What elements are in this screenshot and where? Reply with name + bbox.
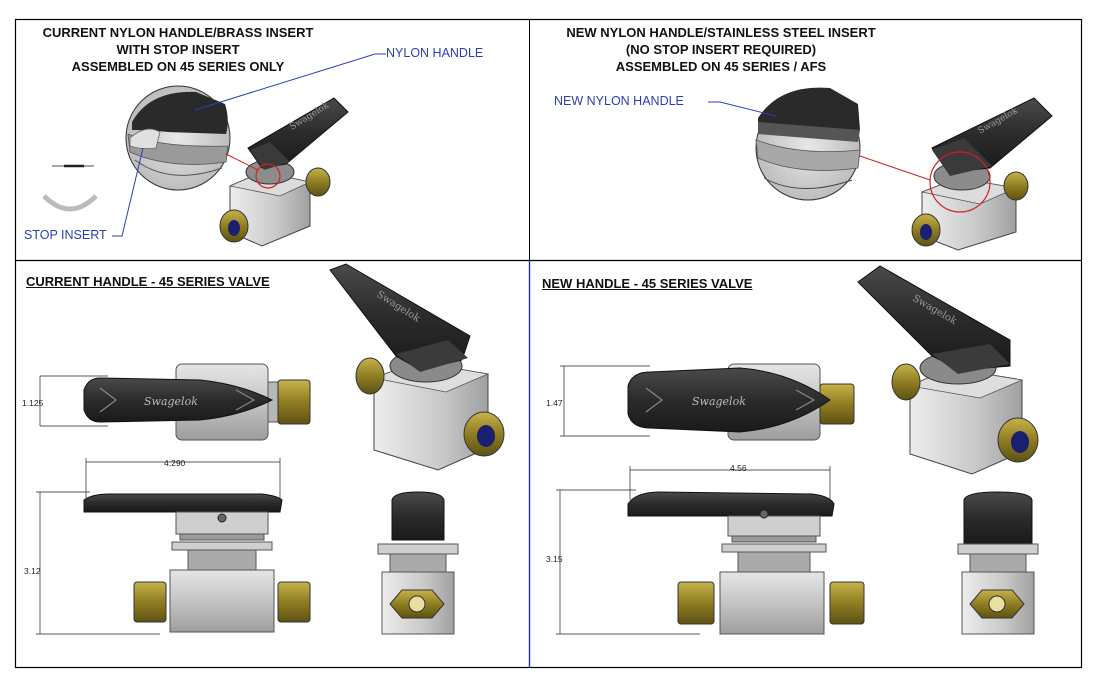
dim-label-length-new: 4.56 (730, 463, 747, 473)
dimension-height-side-current (36, 491, 160, 635)
title-line: CURRENT NYLON HANDLE/BRASS INSERT (42, 25, 314, 40)
valve-top-view-new: Swagelok (627, 363, 855, 441)
sheet-frame (14, 18, 1083, 669)
dimension-height-top-new (560, 365, 650, 437)
current-insert-title: CURRENT NYLON HANDLE/BRASS INSERT WITH S… (18, 24, 338, 75)
valve-end-view-current (377, 491, 459, 635)
red-detail-marker (225, 153, 281, 189)
red-detail-marker-new (859, 151, 991, 213)
valve-top-view-current: Swagelok (83, 363, 311, 441)
stop-insert-part (42, 164, 98, 212)
leader-lines-top-left (112, 53, 386, 237)
dim-label-height-side-current: 3.12 (24, 566, 41, 576)
dim-label-height-top-current: 1.125 (22, 398, 44, 408)
valve-end-view-new (957, 491, 1039, 635)
callout-stop-insert: STOP INSERT (24, 228, 107, 242)
dimension-height-side-new (556, 489, 700, 635)
title-line: ASSEMBLED ON 45 SERIES ONLY (71, 59, 285, 74)
leader-lines-top-right (708, 101, 777, 117)
callout-nylon-handle: NYLON HANDLE (386, 46, 484, 60)
callout-new-nylon-handle: NEW NYLON HANDLE (554, 94, 684, 108)
title-line: WITH STOP INSERT (116, 42, 240, 57)
new-handle-panel-title: NEW HANDLE - 45 SERIES VALVE (542, 276, 753, 291)
zoom-detail-new-handle (755, 87, 861, 201)
valve-side-view-new (627, 491, 865, 635)
title-line: (NO STOP INSERT REQUIRED) (625, 42, 817, 57)
new-insert-title: NEW NYLON HANDLE/STAINLESS STEEL INSERT … (536, 24, 906, 75)
valve-side-view-current (83, 493, 311, 633)
dim-label-height-side-new: 3.15 (546, 554, 563, 564)
valve-iso-large-new: Swagelok (857, 265, 1039, 475)
zoom-detail-current-handle (125, 85, 231, 191)
dimension-length-current (85, 458, 281, 498)
dimension-height-top-current (39, 375, 108, 427)
dimension-length-new (629, 466, 831, 500)
valve-iso-large-current: Swagelok (329, 263, 505, 471)
current-handle-panel-title: CURRENT HANDLE - 45 SERIES VALVE (26, 274, 270, 289)
dim-label-length-current: 4.290 (164, 458, 186, 468)
svg-text:Swagelok: Swagelok (692, 395, 746, 408)
title-line: NEW NYLON HANDLE/STAINLESS STEEL INSERT (566, 25, 876, 40)
svg-text:Swagelok: Swagelok (144, 395, 198, 408)
valve-iso-small-current: Swagelok (219, 97, 349, 247)
title-line: ASSEMBLED ON 45 SERIES / AFS (615, 59, 827, 74)
valve-iso-small-new: Swagelok (911, 97, 1053, 251)
dim-label-height-top-new: 1.47 (546, 398, 563, 408)
